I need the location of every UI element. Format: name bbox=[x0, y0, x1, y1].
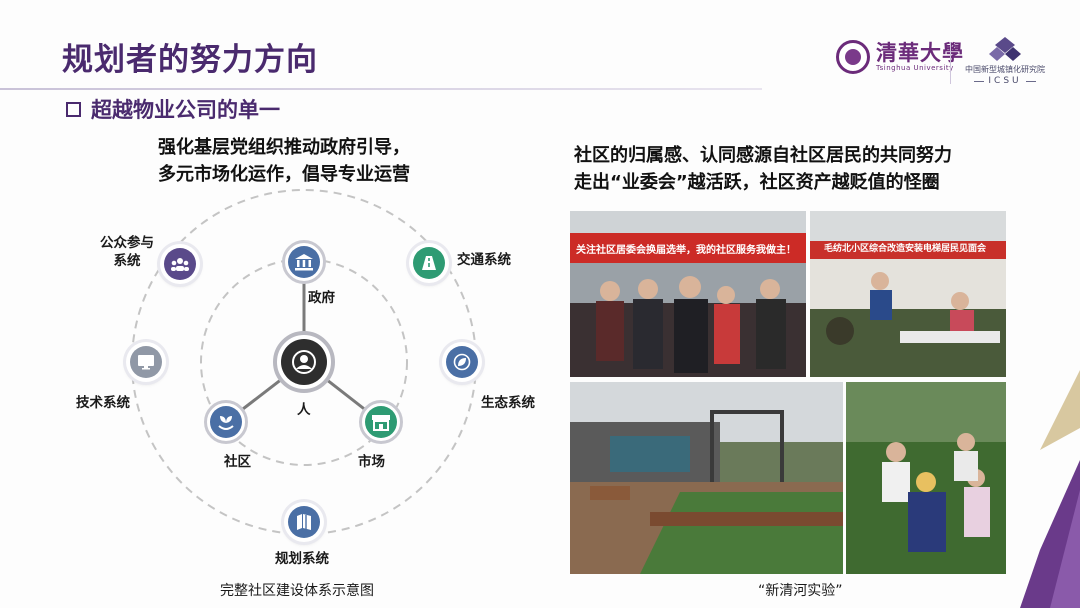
group-people-icon bbox=[164, 248, 196, 280]
photo-rooftop-garden bbox=[570, 382, 843, 574]
outer-label-planning: 规划系统 bbox=[275, 551, 329, 567]
outer-node-technology bbox=[126, 342, 166, 382]
sprout-hand-icon bbox=[210, 406, 242, 438]
photo-election-rally: 关注社区居委会换届选举，我的社区服务我做主！ bbox=[570, 211, 806, 377]
inner-label-community: 社区 bbox=[224, 454, 251, 470]
photo-caption: “新清河实验” bbox=[758, 583, 843, 599]
inner-node-community bbox=[204, 400, 248, 444]
inner-node-government bbox=[282, 240, 326, 284]
tsinghua-seal-icon bbox=[836, 40, 870, 74]
left-heading-line: 强化基层党组织推动政府引导， bbox=[158, 137, 410, 158]
leaf-icon bbox=[446, 346, 478, 378]
center-label: 人 bbox=[297, 402, 311, 418]
subtitle: 超越物业公司的单一 bbox=[66, 94, 280, 124]
map-icon bbox=[288, 506, 320, 538]
photo-community-gardening bbox=[846, 382, 1006, 574]
government-building-icon bbox=[288, 246, 320, 278]
storefront-icon bbox=[365, 406, 397, 438]
inner-node-market bbox=[359, 400, 403, 444]
outer-node-planning bbox=[284, 502, 324, 542]
outer-label-ecology: 生态系统 bbox=[481, 395, 535, 411]
photo-banner-text: 毛纺北小区综合改造安装电梯居民见面会 bbox=[824, 244, 987, 254]
right-heading-line: 走出“业委会”越活跃，社区资产越贬值的怪圈 bbox=[574, 172, 940, 193]
subtitle-text: 超越物业公司的单一 bbox=[91, 98, 280, 122]
person-icon bbox=[281, 339, 327, 385]
right-heading-line: 社区的归属感、认同感源自社区居民的共同努力 bbox=[574, 145, 952, 166]
icsu-mark-icon bbox=[989, 37, 1021, 61]
left-heading-line: 多元市场化运作，倡导专业运营 bbox=[158, 164, 410, 185]
community-system-diagram: 人 政府 社区 市场 公众参与 系统 bbox=[60, 180, 550, 580]
inner-label-market: 市场 bbox=[358, 454, 385, 470]
outer-node-ecology bbox=[442, 342, 482, 382]
outer-label-public-participation: 公众参与 系统 bbox=[100, 234, 154, 270]
outer-label-transport: 交通系统 bbox=[457, 252, 511, 268]
outer-label-technology: 技术系统 bbox=[76, 395, 130, 411]
page-title: 规划者的努力方向 bbox=[62, 42, 318, 78]
photo-banner-text: 关注社区居委会换届选举，我的社区服务我做主！ bbox=[576, 245, 796, 256]
outer-node-public-participation bbox=[160, 244, 200, 284]
icsu-logo: 中国新型城镇化研究院 ICSU bbox=[962, 36, 1048, 86]
right-heading: 社区的归属感、认同感源自社区居民的共同努力 走出“业委会”越活跃，社区资产越贬值… bbox=[574, 142, 952, 196]
road-icon bbox=[413, 247, 445, 279]
diagram-caption: 完整社区建设体系示意图 bbox=[220, 583, 374, 599]
title-divider bbox=[0, 88, 762, 90]
tsinghua-logo: 清華大學 Tsinghua University bbox=[836, 40, 964, 74]
square-bullet-icon bbox=[66, 101, 81, 117]
outer-node-transport bbox=[409, 243, 449, 283]
left-heading: 强化基层党组织推动政府引导， 多元市场化运作，倡导专业运营 bbox=[158, 134, 410, 188]
monitor-icon bbox=[130, 346, 162, 378]
icsu-name-cn: 中国新型城镇化研究院 bbox=[965, 65, 1045, 74]
logo-divider bbox=[950, 42, 951, 84]
outer-label-line: 系统 bbox=[113, 253, 141, 269]
tsinghua-name-cn: 清華大學 bbox=[876, 40, 964, 65]
corner-decoration bbox=[1020, 370, 1080, 608]
outer-label-line: 公众参与 bbox=[100, 235, 154, 251]
center-node-person bbox=[273, 331, 335, 393]
photo-resident-meeting: 毛纺北小区综合改造安装电梯居民见面会 bbox=[810, 211, 1006, 377]
icsu-name-en: ICSU bbox=[974, 76, 1035, 86]
tsinghua-name-en: Tsinghua University bbox=[876, 64, 954, 72]
inner-label-government: 政府 bbox=[308, 290, 335, 306]
